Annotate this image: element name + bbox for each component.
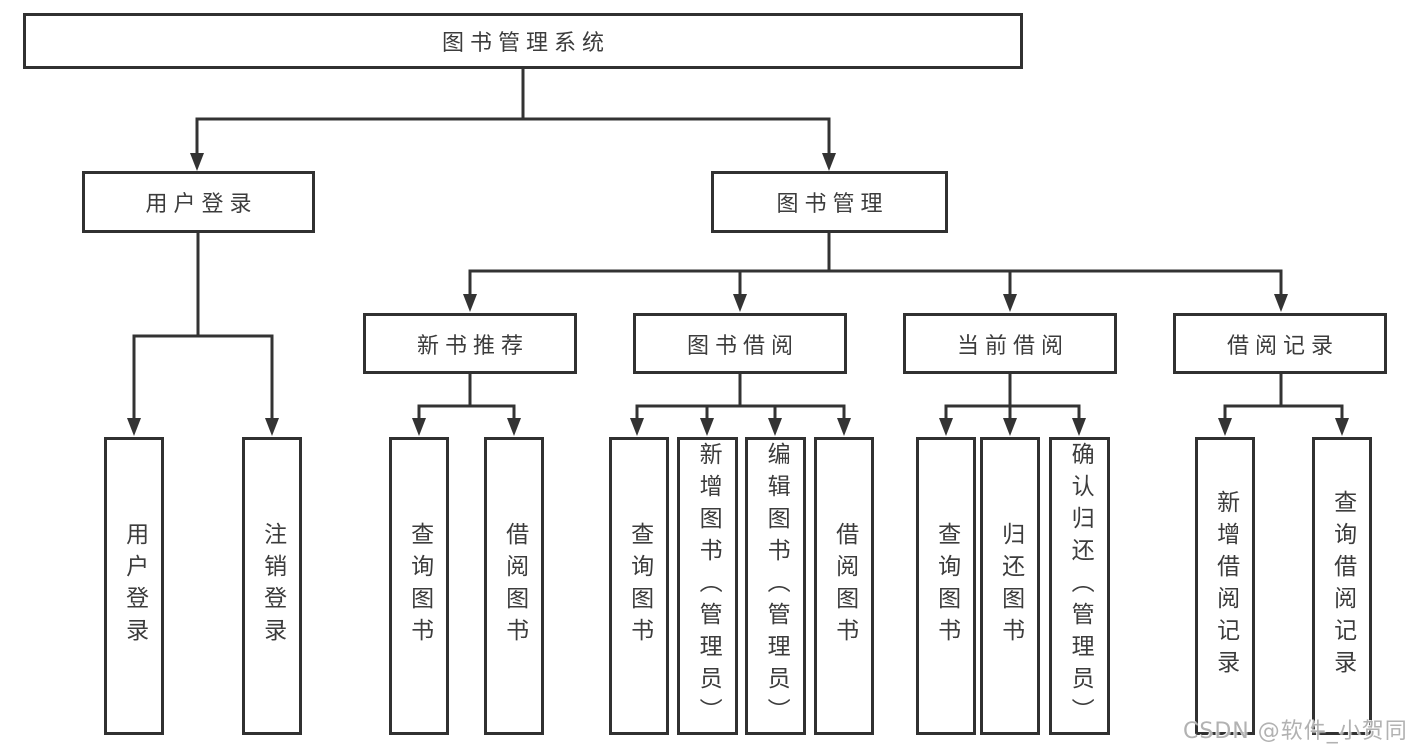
- leaf-user-login: 用户登录: [104, 437, 164, 735]
- connector-current-to-leaves: [939, 374, 1086, 436]
- leaf-records-query-record: 查询借阅记录: [1312, 437, 1372, 735]
- connector-userlogin-to-leaves: [127, 233, 279, 436]
- node-label: 确认归还（管理员）: [1067, 442, 1094, 730]
- node-current-borrowing: 当前借阅: [903, 313, 1117, 374]
- csdn-watermark: CSDN @软件_小贺同学: [1183, 719, 1405, 744]
- leaf-current-return-books: 归还图书: [980, 437, 1040, 735]
- connector-records-to-leaves: [1218, 374, 1349, 436]
- node-label: 归还图书: [997, 522, 1024, 650]
- node-label: 当前借阅: [956, 333, 1069, 359]
- leaf-current-query-books: 查询图书: [916, 437, 976, 735]
- node-user-login-module: 用户登录: [82, 171, 315, 233]
- connector-borrow-to-leaves: [630, 374, 851, 436]
- node-root-library-system: 图书管理系统: [23, 13, 1023, 69]
- leaf-current-confirm-return-admin: 确认归还（管理员）: [1049, 437, 1110, 735]
- node-label: 查询图书: [933, 522, 960, 650]
- leaf-newbook-query-books: 查询图书: [389, 437, 449, 735]
- node-new-book-recommend: 新书推荐: [363, 313, 577, 374]
- node-label: 借阅记录: [1226, 333, 1339, 359]
- node-book-management-module: 图书管理: [711, 171, 948, 233]
- node-label: 借阅图书: [501, 522, 528, 650]
- node-label: 注销登录: [259, 522, 286, 650]
- node-label: 新书推荐: [416, 333, 529, 359]
- node-borrowing-records: 借阅记录: [1173, 313, 1387, 374]
- node-label: 查询图书: [406, 522, 433, 650]
- leaf-borrowing-add-books-admin: 新增图书（管理员）: [677, 437, 738, 735]
- leaf-borrowing-borrow-books: 借阅图书: [814, 437, 874, 735]
- leaf-borrowing-edit-books-admin: 编辑图书（管理员）: [745, 437, 806, 735]
- node-label: 编辑图书（管理员）: [763, 442, 790, 730]
- leaf-borrowing-query-books: 查询图书: [609, 437, 669, 735]
- node-label: 新增图书（管理员）: [695, 442, 722, 730]
- node-label: 查询图书: [626, 522, 653, 650]
- connector-bookmgmt-to-level3: [463, 233, 1288, 312]
- leaf-newbook-borrow-books: 借阅图书: [484, 437, 544, 735]
- leaf-records-add-record: 新增借阅记录: [1195, 437, 1255, 735]
- node-label: 图书管理: [776, 192, 889, 217]
- leaf-logout: 注销登录: [242, 437, 302, 735]
- node-label: 借阅图书: [831, 522, 858, 650]
- node-book-borrowing: 图书借阅: [633, 313, 847, 374]
- node-label: 用户登录: [145, 192, 258, 217]
- node-label: 图书借阅: [686, 333, 799, 359]
- connector-newbook-to-leaves: [412, 374, 521, 436]
- node-label: 查询借阅记录: [1329, 490, 1356, 682]
- connector-root-to-level2: [190, 69, 836, 171]
- node-label: 新增借阅记录: [1212, 490, 1239, 682]
- node-label: 图书管理系统: [441, 31, 610, 56]
- node-label: 用户登录: [121, 522, 148, 650]
